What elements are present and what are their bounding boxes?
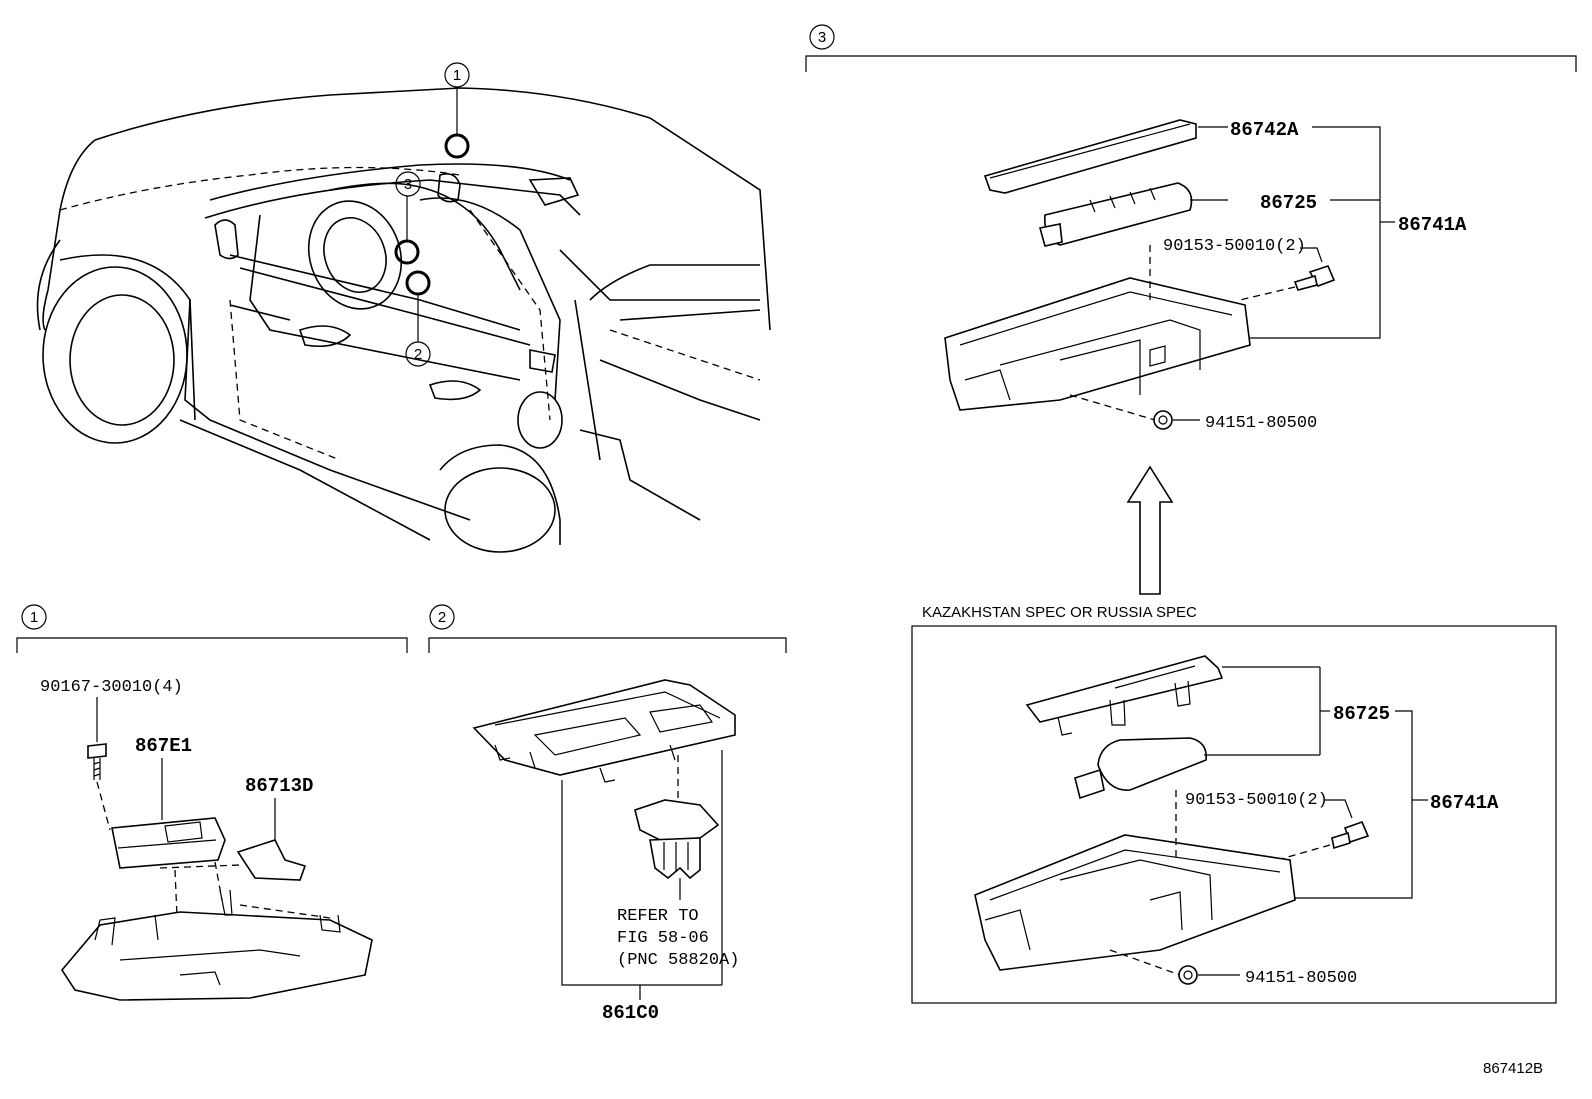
label-spec-bolt: 90153-50010(2) — [1185, 791, 1328, 810]
callout-1-vehicle: 1 — [444, 62, 470, 88]
refer-line-2: FIG 58-06 — [617, 929, 709, 948]
housing-86741A — [944, 277, 1251, 411]
svg-text:2: 2 — [438, 609, 446, 626]
svg-text:1: 1 — [30, 609, 38, 626]
svg-text:3: 3 — [404, 176, 412, 193]
vehicle-overview — [36, 87, 771, 553]
section-3: 3 86742A 86725 86741A 90153-50010(2) — [805, 24, 1577, 1004]
refer-line-1: REFER TO — [617, 907, 699, 926]
label-867E1: 867E1 — [135, 735, 192, 757]
callout-2-vehicle: 2 — [405, 341, 431, 367]
screw-icon — [87, 743, 107, 759]
svg-text:3: 3 — [818, 29, 826, 46]
refer-line-3: (PNC 58820A) — [617, 951, 739, 970]
spec-label: KAZAKHSTAN SPEC OR RUSSIA SPEC — [922, 604, 1197, 621]
arrow-up-icon — [1126, 465, 1174, 595]
label-screw-90167: 90167-30010(4) — [40, 678, 183, 697]
label-bolt-90153: 90153-50010(2) — [1163, 237, 1306, 256]
label-86725: 86725 — [1260, 192, 1317, 214]
svg-text:2: 2 — [414, 346, 422, 363]
label-86742A: 86742A — [1230, 119, 1299, 141]
label-861C0: 861C0 — [602, 1002, 659, 1024]
cover-86742A — [983, 119, 1197, 194]
module-86725 — [1043, 182, 1193, 246]
label-spec-nut: 94151-80500 — [1245, 969, 1357, 988]
console-housing — [61, 911, 373, 1001]
console-panel — [472, 679, 736, 776]
spec-box — [911, 625, 1557, 1004]
label-86713D: 86713D — [245, 775, 313, 797]
label-spec-86725: 86725 — [1333, 703, 1390, 725]
section-2: 2 REFER TO FIG 58-06 (PNC 58820A) 861C0 — [428, 604, 787, 1024]
svg-text:1: 1 — [453, 67, 461, 84]
figure-id: 867412B — [1483, 1060, 1543, 1077]
label-spec-86741A: 86741A — [1430, 792, 1499, 814]
section-1: 1 90167-30010(4) 867E1 86713D — [16, 604, 408, 1001]
label-nut-94151: 94151-80500 — [1205, 414, 1317, 433]
connector-86713D — [236, 839, 307, 881]
switch-assembly — [634, 799, 720, 841]
label-86741A: 86741A — [1398, 214, 1467, 236]
callout-3-vehicle: 3 — [395, 171, 421, 197]
lamp-867E1 — [111, 817, 226, 869]
spec-module-86725 — [1097, 737, 1207, 791]
spec-housing-86741A — [974, 834, 1296, 971]
